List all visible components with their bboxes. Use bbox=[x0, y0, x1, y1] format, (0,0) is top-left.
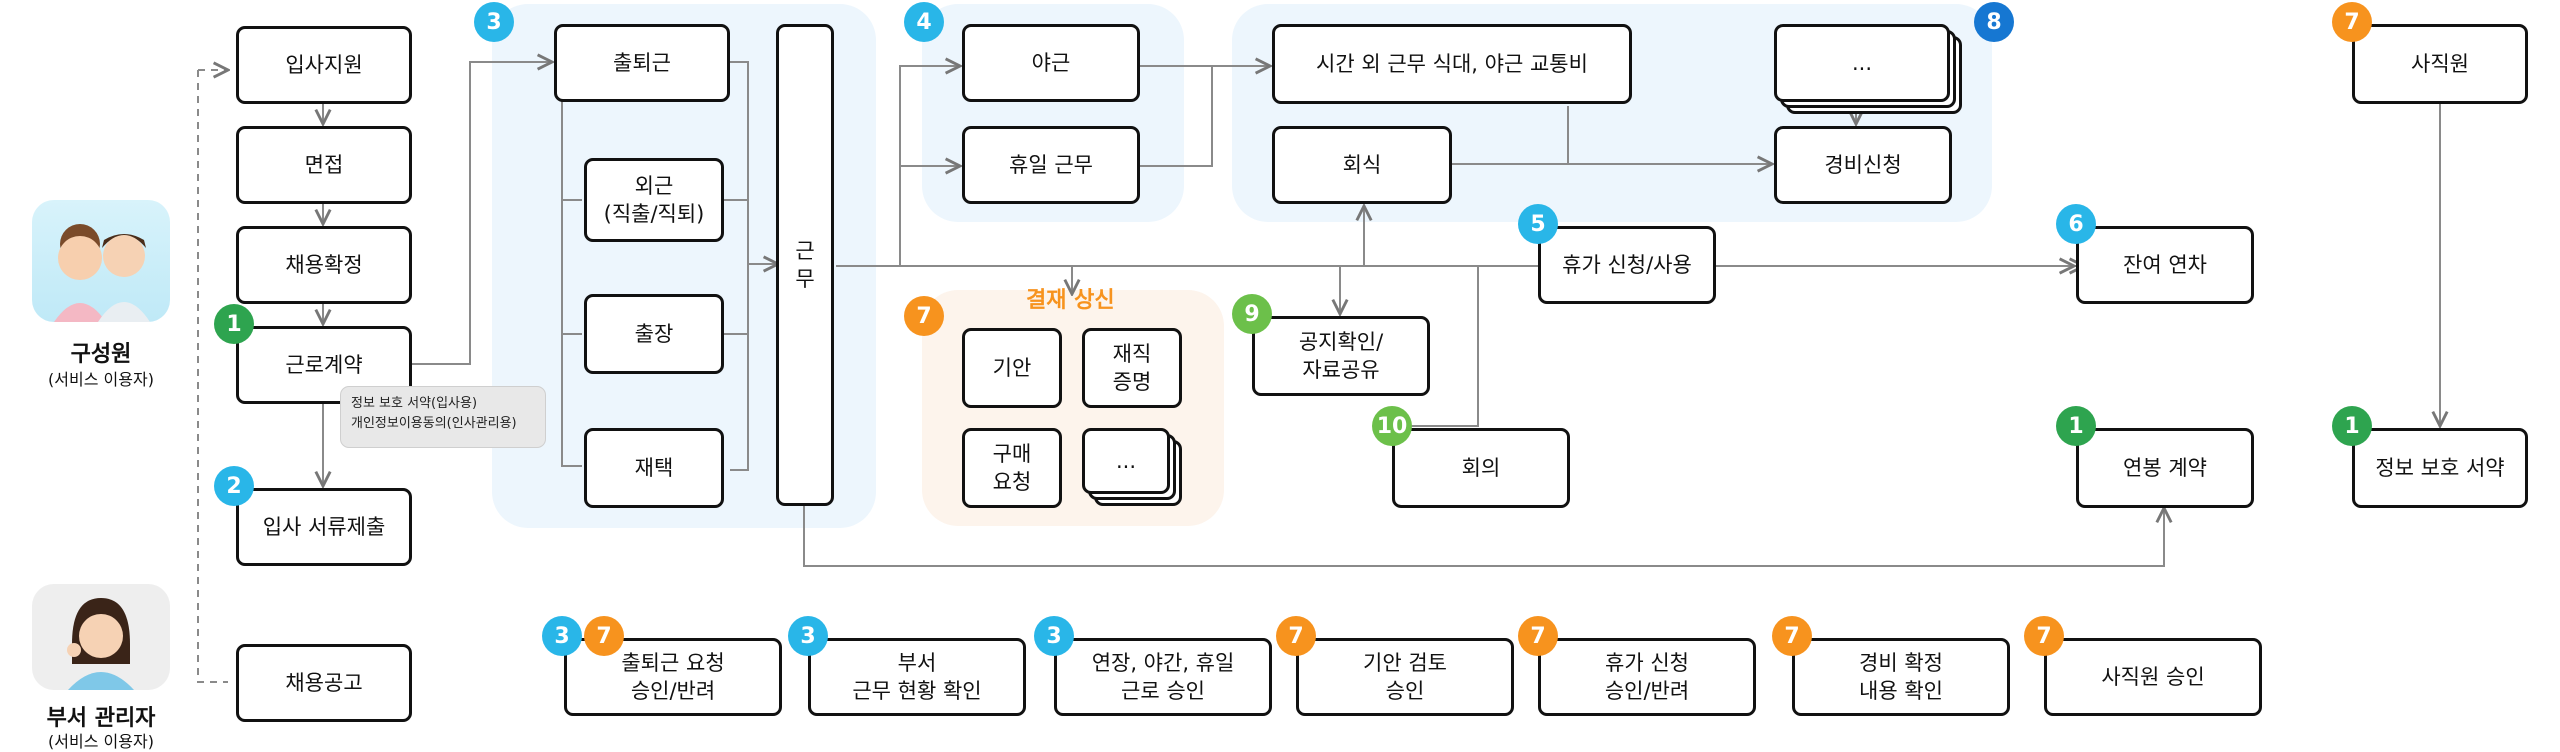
node-hire-confirmed[interactable]: 채용확정 bbox=[236, 226, 412, 304]
manager-sub: (서비스 이용자) bbox=[48, 732, 154, 751]
node-outside-work[interactable]: 외근 (직출/직퇴) bbox=[584, 158, 724, 242]
badge-approval: 7 bbox=[904, 296, 944, 336]
badge-m-draft: 7 bbox=[1276, 616, 1316, 656]
contract-note: 정보 보호 서약(입사용) 개인정보이용동의(인사관리용) bbox=[340, 386, 546, 448]
expense-more-label: ... bbox=[1774, 24, 1950, 102]
member-sub: (서비스 이용자) bbox=[48, 370, 154, 389]
manager-task-expense-confirm[interactable]: 경비 확정 내용 확인 bbox=[1792, 638, 2010, 716]
node-team-dinner[interactable]: 회식 bbox=[1272, 126, 1452, 204]
badge-m-overtime: 3 bbox=[1034, 616, 1074, 656]
badge-overtime: 4 bbox=[904, 2, 944, 42]
badge-resign: 7 bbox=[2332, 2, 2372, 42]
node-expense-claim[interactable]: 경비신청 bbox=[1774, 126, 1952, 204]
node-employment-certificate[interactable]: 재직 증명 bbox=[1082, 328, 1182, 408]
manager-task-overtime-approval[interactable]: 연장, 야간, 휴일 근로 승인 bbox=[1054, 638, 1272, 716]
approval-more-label: ... bbox=[1082, 428, 1170, 494]
badge-m-leave: 7 bbox=[1518, 616, 1558, 656]
manager-avatar-icon bbox=[32, 584, 170, 690]
badge-attendance: 3 bbox=[474, 2, 514, 42]
node-commute[interactable]: 출퇴근 bbox=[554, 24, 730, 102]
badge-expense: 8 bbox=[1974, 2, 2014, 42]
node-expense-more[interactable]: ... bbox=[1774, 24, 1962, 114]
manager-task-draft-review[interactable]: 기안 검토 승인 bbox=[1296, 638, 1514, 716]
node-holiday-work[interactable]: 휴일 근무 bbox=[962, 126, 1140, 204]
badge-leave: 5 bbox=[1518, 204, 1558, 244]
node-leave-request[interactable]: 휴가 신청/사용 bbox=[1538, 226, 1716, 304]
node-resignation[interactable]: 사직원 bbox=[2352, 24, 2528, 104]
member-link-line bbox=[197, 70, 228, 683]
member-avatar-icon bbox=[32, 200, 170, 322]
badge-notice: 9 bbox=[1232, 294, 1272, 334]
node-overtime-meal-transport[interactable]: 시간 외 근무 식대, 야근 교통비 bbox=[1272, 24, 1632, 104]
node-meeting[interactable]: 회의 bbox=[1392, 428, 1570, 508]
badge-m-commute-b: 7 bbox=[584, 616, 624, 656]
node-security-pledge[interactable]: 정보 보호 서약 bbox=[2352, 428, 2528, 508]
badge-m-commute-a: 3 bbox=[542, 616, 582, 656]
node-remote-work[interactable]: 재택 bbox=[584, 428, 724, 508]
note-line-2: 개인정보이용동의(인사관리용) bbox=[351, 416, 517, 432]
note-line-1: 정보 보호 서약(입사용) bbox=[351, 396, 478, 411]
node-remaining-leave[interactable]: 잔여 연차 bbox=[2076, 226, 2254, 304]
node-notice-sharing[interactable]: 공지확인/ 자료공유 bbox=[1252, 316, 1430, 396]
badge-meeting: 10 bbox=[1372, 406, 1412, 446]
badge-pledge: 1 bbox=[2332, 406, 2372, 446]
badge-m-expense: 7 bbox=[1772, 616, 1812, 656]
badge-docs: 2 bbox=[214, 466, 254, 506]
manager-name: 부서 관리자 bbox=[46, 706, 156, 731]
manager-task-dept-status[interactable]: 부서 근무 현황 확인 bbox=[808, 638, 1026, 716]
node-approval-more[interactable]: ... bbox=[1082, 428, 1182, 506]
badge-m-dept: 3 bbox=[788, 616, 828, 656]
node-onboarding-docs[interactable]: 입사 서류제출 bbox=[236, 488, 412, 566]
manager-task-resign-approval[interactable]: 사직원 승인 bbox=[2044, 638, 2262, 716]
node-job-application[interactable]: 입사지원 bbox=[236, 26, 412, 104]
badge-salary: 1 bbox=[2056, 406, 2096, 446]
node-interview[interactable]: 면접 bbox=[236, 126, 412, 204]
approval-title: 결재 상신 bbox=[1026, 288, 1115, 313]
node-job-posting[interactable]: 채용공고 bbox=[236, 644, 412, 722]
node-salary-contract[interactable]: 연봉 계약 bbox=[2076, 428, 2254, 508]
node-draft[interactable]: 기안 bbox=[962, 328, 1062, 408]
node-work[interactable]: 근 무 bbox=[776, 24, 834, 506]
node-night-work[interactable]: 야근 bbox=[962, 24, 1140, 102]
badge-remaining: 6 bbox=[2056, 204, 2096, 244]
badge-m-resign: 7 bbox=[2024, 616, 2064, 656]
node-business-trip[interactable]: 출장 bbox=[584, 294, 724, 374]
node-purchase-request[interactable]: 구매 요청 bbox=[962, 428, 1062, 508]
manager-task-leave-approval[interactable]: 휴가 신청 승인/반려 bbox=[1538, 638, 1756, 716]
badge-contract: 1 bbox=[214, 304, 254, 344]
member-name: 구성원 bbox=[70, 342, 132, 367]
